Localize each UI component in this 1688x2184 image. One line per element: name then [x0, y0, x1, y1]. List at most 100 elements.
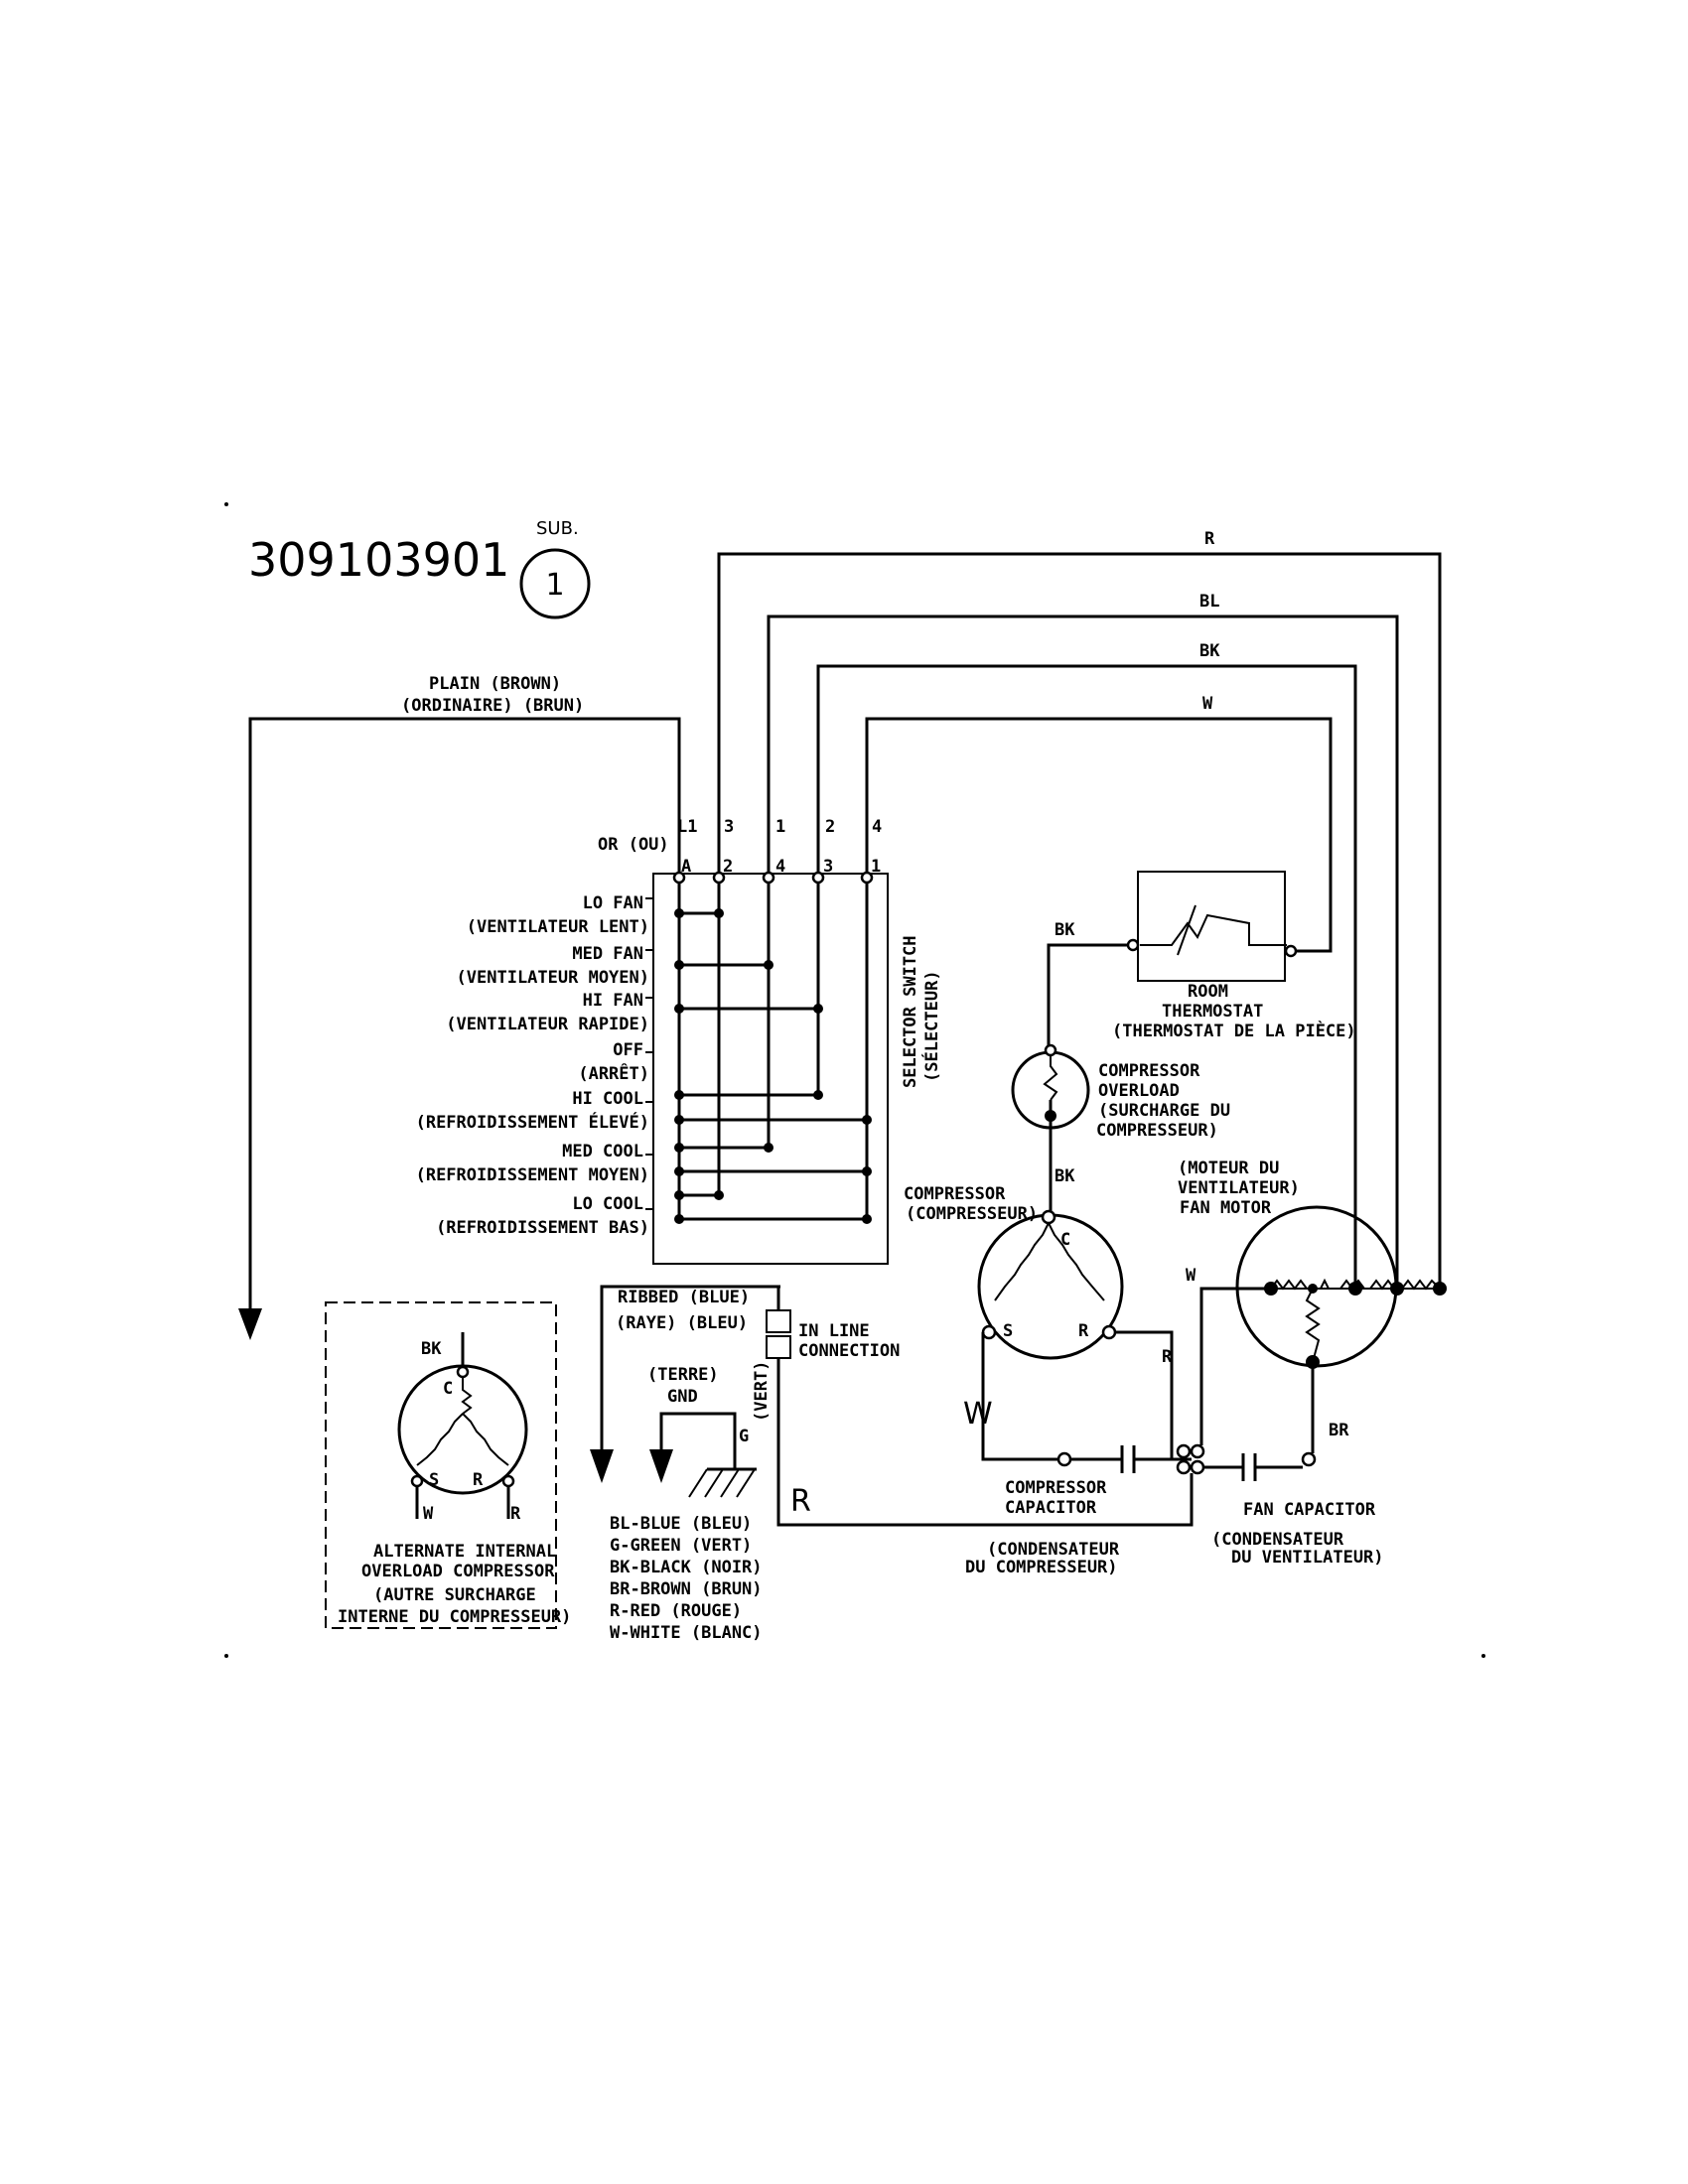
- thermostat-label: ROOM: [1188, 982, 1228, 1002]
- compressor-capacitor-label: CAPACITOR: [1005, 1498, 1097, 1518]
- svg-text:MED COOL: MED COOL: [562, 1142, 643, 1161]
- compressor-capacitor-symbol: [1120, 1445, 1136, 1473]
- fan-capacitor-label-fr: (CONDENSATEUR: [1211, 1530, 1344, 1550]
- svg-text:1: 1: [775, 817, 785, 837]
- compressor-r-label: R: [1078, 1321, 1089, 1341]
- fan-capacitor-symbol: [1241, 1453, 1257, 1481]
- color-legend: BL-BLUE (BLEU) G-GREEN (VERT) BK-BLACK (…: [610, 1514, 763, 1643]
- svg-text:2: 2: [723, 857, 733, 877]
- fan-motor-label-fr: VENTILATEUR): [1178, 1178, 1300, 1198]
- top-wires: [238, 552, 1442, 1340]
- alternate-w-label: W: [423, 1504, 434, 1524]
- registration-dot: [224, 1654, 228, 1658]
- svg-text:R-RED (ROUGE): R-RED (ROUGE): [610, 1601, 742, 1621]
- svg-text:HI COOL: HI COOL: [572, 1089, 643, 1109]
- fan-motor-label-fr: (MOTEUR DU: [1178, 1159, 1279, 1178]
- alternate-c-label: C: [443, 1379, 453, 1399]
- alternate-label-fr: (AUTRE SURCHARGE: [373, 1585, 536, 1605]
- fan-capacitor-label: FAN CAPACITOR: [1243, 1500, 1376, 1520]
- thermostat-terminal: [1284, 944, 1298, 958]
- compressor-s-wire: [981, 1332, 1058, 1461]
- svg-text:3: 3: [724, 817, 734, 837]
- thermostat-label: THERMOSTAT: [1162, 1002, 1263, 1022]
- part-number: 309103901: [248, 533, 509, 587]
- fan-motor-w-wire: [1199, 1287, 1271, 1445]
- wire-label-bk: BK: [1199, 641, 1220, 661]
- svg-text:(VENTILATEUR LENT): (VENTILATEUR LENT): [467, 917, 649, 937]
- wire-label-bl: BL: [1199, 592, 1219, 612]
- overload-label: COMPRESSOR: [1098, 1061, 1200, 1081]
- switch-terminals: [672, 871, 874, 885]
- alternate-s-label: S: [429, 1470, 439, 1490]
- capacitor-terminal-block: [1176, 1443, 1205, 1475]
- svg-text:LO FAN: LO FAN: [583, 893, 643, 913]
- thermostat-contact: [1140, 913, 1287, 946]
- ribbed-label: RIBBED (BLUE): [618, 1288, 750, 1307]
- svg-text:L1: L1: [677, 817, 697, 837]
- switch-bottom-terminal-labels: A 2 4 3 1: [681, 857, 881, 877]
- alternate-compressor-windings: [416, 1378, 509, 1466]
- thermostat-terminal: [1126, 938, 1140, 952]
- fan-motor-label: FAN MOTOR: [1180, 1198, 1272, 1218]
- svg-text:BL-BLUE (BLEU): BL-BLUE (BLEU): [610, 1514, 752, 1534]
- overload-label-fr: (SURCHARGE DU: [1098, 1101, 1230, 1121]
- svg-text:BK-BLACK (NOIR): BK-BLACK (NOIR): [610, 1558, 763, 1577]
- switch-position-labels: LO FAN (VENTILATEUR LENT) MED FAN (VENTI…: [416, 893, 649, 1238]
- overload-label: OVERLOAD: [1098, 1081, 1180, 1101]
- selector-switch-label-fr: (SÉLECTEUR): [920, 970, 942, 1082]
- compressor-s-label: S: [1003, 1321, 1013, 1341]
- svg-text:HI FAN: HI FAN: [583, 991, 643, 1011]
- compressor-r-wire-label: R: [1162, 1347, 1173, 1367]
- alternate-bk-label: BK: [421, 1339, 442, 1359]
- sub-number: 1: [545, 568, 564, 603]
- svg-text:(VENTILATEUR MOYEN): (VENTILATEUR MOYEN): [457, 968, 649, 988]
- arrow-down-icon: [238, 1308, 262, 1340]
- sub-label: SUB.: [536, 518, 579, 539]
- registration-dot: [224, 502, 228, 506]
- compressor-r-wire: [1114, 1330, 1192, 1461]
- svg-text:(REFROIDISSEMENT MOYEN): (REFROIDISSEMENT MOYEN): [416, 1165, 649, 1185]
- svg-text:2: 2: [825, 817, 835, 837]
- compressor-capacitor-label-fr: (CONDENSATEUR: [987, 1540, 1120, 1560]
- thermostat-box: [1137, 871, 1286, 982]
- compressor-c-label: C: [1060, 1230, 1070, 1250]
- arrow-down-icon: [590, 1449, 614, 1483]
- thermostat-feed-wire: [1047, 943, 1128, 1046]
- return-r-wire: [776, 1358, 1194, 1527]
- green-wire-label: (VERT): [752, 1361, 772, 1422]
- svg-text:MED FAN: MED FAN: [572, 944, 643, 964]
- compressor-windings: [994, 1222, 1105, 1301]
- alternate-label: OVERLOAD COMPRESSOR: [361, 1562, 555, 1581]
- svg-text:G-GREEN (VERT): G-GREEN (VERT): [610, 1536, 752, 1556]
- fan-capacitor-label-fr: DU VENTILATEUR): [1231, 1548, 1384, 1568]
- compressor-label: COMPRESSOR: [904, 1184, 1006, 1204]
- compressor-w-wire-label: W: [963, 1397, 993, 1432]
- inline-connection: [766, 1287, 791, 1359]
- plain-wire-label: PLAIN (BROWN): [429, 674, 561, 694]
- plain-wire-label-fr: (ORDINAIRE) (BRUN): [401, 696, 584, 716]
- svg-text:1: 1: [871, 857, 881, 877]
- switch-position-ticks: [645, 897, 653, 1210]
- svg-text:OFF: OFF: [613, 1040, 643, 1060]
- alternate-compressor-box: [325, 1301, 557, 1629]
- selector-switch-label: SELECTOR SWITCH: [901, 935, 920, 1088]
- or-label: OR (OU): [598, 835, 669, 855]
- inline-connection-label: CONNECTION: [798, 1341, 900, 1361]
- svg-text:A: A: [681, 857, 691, 877]
- svg-text:(REFROIDISSEMENT BAS): (REFROIDISSEMENT BAS): [436, 1218, 649, 1238]
- alternate-r2-label: R: [510, 1504, 521, 1524]
- ground-wire: [659, 1412, 737, 1469]
- fan-motor-nodes: [1264, 1282, 1447, 1369]
- thermostat-label-fr: (THERMOSTAT DE LA PIÈCE): [1112, 1020, 1356, 1041]
- registration-dot: [1481, 1654, 1485, 1658]
- fan-motor-br-wire-label: BR: [1329, 1421, 1349, 1440]
- ribbed-label-fr: (RAYE) (BLEU): [616, 1313, 748, 1333]
- wire-label-w: W: [1202, 694, 1213, 714]
- ribbed-blue-wire: [600, 1285, 780, 1449]
- compressor-label-fr: (COMPRESSEUR): [906, 1204, 1038, 1224]
- switch-top-terminal-labels: L1 3 1 2 4: [677, 817, 882, 837]
- arrow-down-icon: [649, 1449, 673, 1483]
- overload-wire-label: BK: [1055, 1166, 1075, 1186]
- svg-text:LO COOL: LO COOL: [572, 1194, 643, 1214]
- compressor: [977, 1213, 1124, 1360]
